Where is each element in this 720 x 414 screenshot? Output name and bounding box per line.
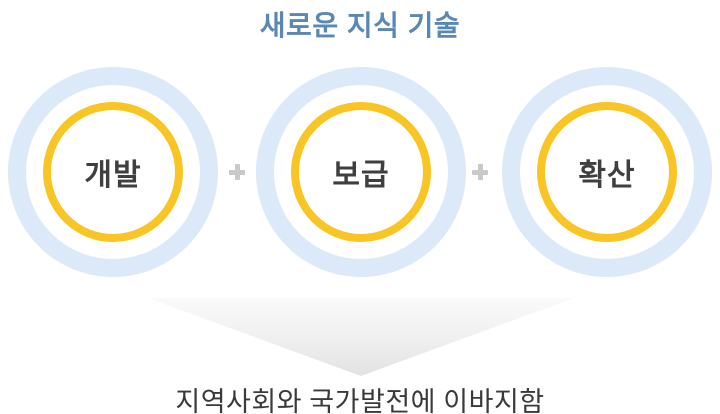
step-label-development: 개발 — [84, 159, 142, 192]
result-caption: 지역사회와 국가발전에 이바지함 — [175, 387, 545, 414]
step-ring-development: 개발 — [8, 67, 218, 277]
step-label-spread: 확산 — [578, 159, 636, 192]
step-circle-distribution: 보급 — [291, 102, 431, 242]
plus-vertical-bar — [477, 164, 483, 180]
plus-icon — [229, 164, 245, 180]
diagram-title: 새로운 지식 기술 — [259, 10, 461, 41]
plus-icon — [472, 164, 488, 180]
step-circle-spread: 확산 — [537, 102, 677, 242]
down-arrow-icon — [148, 298, 574, 376]
step-ring-spread: 확산 — [502, 67, 712, 277]
step-label-distribution: 보급 — [332, 159, 390, 192]
step-circle-development: 개발 — [43, 102, 183, 242]
step-ring-distribution: 보급 — [256, 67, 466, 277]
plus-vertical-bar — [234, 164, 240, 180]
